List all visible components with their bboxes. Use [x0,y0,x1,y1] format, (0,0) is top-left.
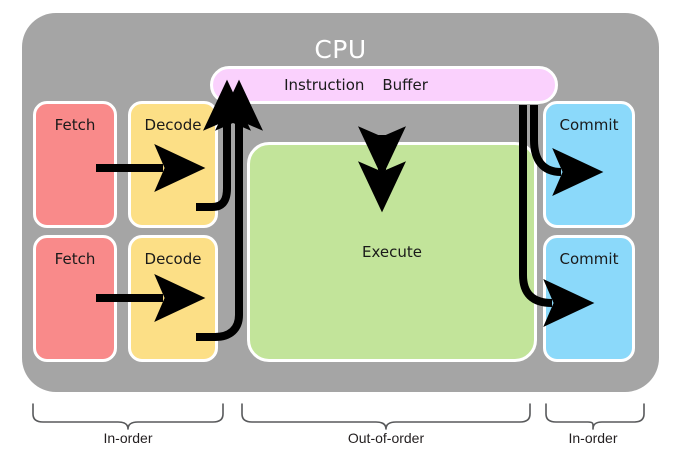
execute-label: Execute [362,243,422,261]
commit-label-1: Commit [559,116,619,134]
decode-label-2: Decode [144,250,202,268]
brace-label-in-order-left: In-order [103,430,153,446]
decode-label-1: Decode [144,116,202,134]
instruction-buffer-word-2: Buffer [382,76,428,94]
fetch-label-1: Fetch [54,116,96,134]
brace-label-out-of-order: Out-of-order [347,430,425,446]
brace-in-order-left [32,403,224,430]
cpu-title: CPU [314,35,367,64]
brace-in-order-right [545,403,645,430]
instruction-buffer-label: Instruction Buffer [213,76,555,94]
instruction-buffer-word-1: Instruction [284,76,365,94]
brace-label-in-order-right: In-order [568,430,618,446]
commit-label-2: Commit [559,250,619,268]
brace-out-of-order [241,403,531,430]
fetch-label-2: Fetch [54,250,96,268]
